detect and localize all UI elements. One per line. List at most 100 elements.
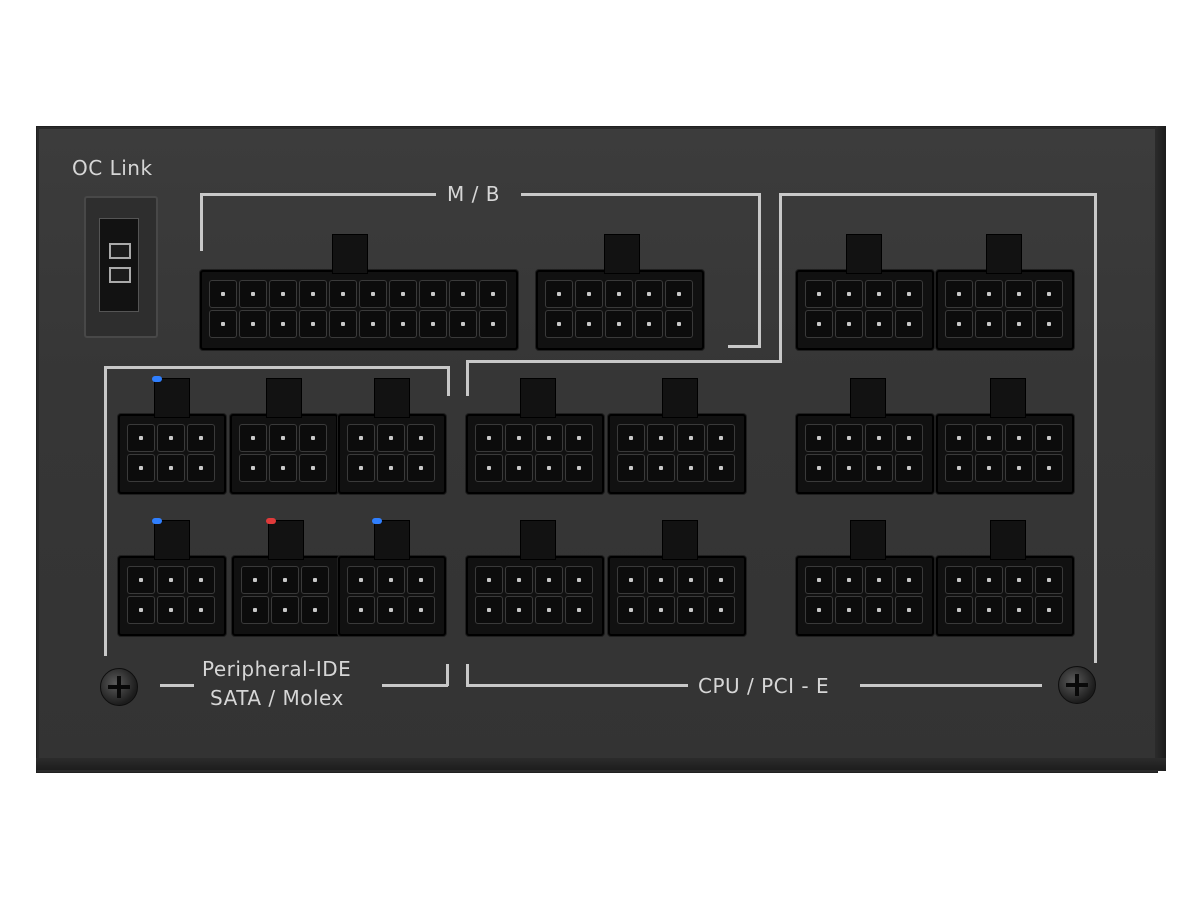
peripheral-connector xyxy=(338,414,446,494)
connector-latch xyxy=(846,234,882,274)
cpu-pcie-label: CPU / PCI - E xyxy=(698,674,830,698)
connector-pin xyxy=(127,566,155,594)
connector-pin xyxy=(975,280,1003,308)
psu-side-edge xyxy=(1156,126,1166,771)
connector-pin xyxy=(895,424,923,452)
connector-pin xyxy=(647,424,675,452)
connector-pin xyxy=(505,454,533,482)
peripheral-connector xyxy=(338,556,446,636)
oc-link-label: OC Link xyxy=(72,156,153,180)
cpu-pcie-connector xyxy=(936,270,1074,350)
connector-pin xyxy=(407,454,435,482)
cpu-pcie-connector xyxy=(936,556,1074,636)
connector-pin xyxy=(945,566,973,594)
connector-pin xyxy=(665,280,693,308)
connector-pin xyxy=(835,596,863,624)
connector-pin xyxy=(377,424,405,452)
connector-pin xyxy=(975,566,1003,594)
connector-pin xyxy=(389,280,417,308)
peripheral-connector xyxy=(118,414,226,494)
connector-pin xyxy=(475,566,503,594)
connector-pin xyxy=(895,310,923,338)
connector-pin xyxy=(407,596,435,624)
connector-pin xyxy=(1005,310,1033,338)
connector-pin xyxy=(535,596,563,624)
connector-pin xyxy=(187,424,215,452)
connector-latch xyxy=(154,378,190,418)
connector-latch xyxy=(266,378,302,418)
connector-pin xyxy=(407,424,435,452)
connector-latch xyxy=(990,378,1026,418)
connector-pin xyxy=(617,424,645,452)
connector-pin xyxy=(475,596,503,624)
connector-pin xyxy=(677,454,705,482)
connector-latch xyxy=(604,234,640,274)
connector-pin xyxy=(301,596,329,624)
cpu-pcie-connector xyxy=(796,414,934,494)
peripheral-connector xyxy=(232,556,340,636)
connector-pin xyxy=(271,596,299,624)
connector-pin xyxy=(1035,566,1063,594)
connector-pin xyxy=(1035,596,1063,624)
connector-pin xyxy=(565,424,593,452)
connector-pin xyxy=(835,424,863,452)
connector-pin xyxy=(1035,310,1063,338)
connector-pin xyxy=(895,596,923,624)
connector-pin xyxy=(835,454,863,482)
connector-latch xyxy=(662,378,698,418)
connector-pin xyxy=(975,424,1003,452)
connector-pin xyxy=(157,596,185,624)
connector-latch xyxy=(662,520,698,560)
connector-pin xyxy=(617,566,645,594)
connector-pin xyxy=(187,566,215,594)
connector-pin xyxy=(805,280,833,308)
mb-label: M / B xyxy=(447,182,500,206)
connector-pin xyxy=(449,310,477,338)
connector-pin xyxy=(1005,566,1033,594)
peripheral-connector xyxy=(230,414,338,494)
connector-pin xyxy=(127,454,155,482)
connector-pin xyxy=(241,596,269,624)
connector-pin xyxy=(895,280,923,308)
connector-pin xyxy=(677,596,705,624)
connector-pin xyxy=(329,310,357,338)
mb-8pin-connector xyxy=(536,270,704,350)
connector-pin xyxy=(347,596,375,624)
connector-pin xyxy=(865,596,893,624)
connector-pin xyxy=(805,454,833,482)
connector-latch xyxy=(990,520,1026,560)
cpu-pcie-connector xyxy=(936,414,1074,494)
connector-pin xyxy=(635,280,663,308)
connector-pin xyxy=(647,454,675,482)
connector-pin xyxy=(241,566,269,594)
connector-pin xyxy=(347,566,375,594)
connector-latch xyxy=(332,234,368,274)
connector-pin xyxy=(975,310,1003,338)
connector-latch xyxy=(520,520,556,560)
connector-pin xyxy=(535,454,563,482)
connector-pin xyxy=(299,454,327,482)
connector-pin xyxy=(505,596,533,624)
color-marker xyxy=(266,518,276,524)
connector-pin xyxy=(677,424,705,452)
connector-pin xyxy=(359,280,387,308)
connector-pin xyxy=(535,566,563,594)
connector-pin xyxy=(835,280,863,308)
connector-pin xyxy=(187,596,215,624)
connector-pin xyxy=(565,454,593,482)
cpu-pcie-connector xyxy=(608,556,746,636)
connector-pin xyxy=(647,596,675,624)
connector-pin xyxy=(677,566,705,594)
connector-pin xyxy=(419,310,447,338)
connector-pin xyxy=(945,424,973,452)
oc-link-pin xyxy=(109,243,131,259)
connector-pin xyxy=(805,566,833,594)
connector-pin xyxy=(505,424,533,452)
connector-latch xyxy=(850,378,886,418)
connector-pin xyxy=(479,310,507,338)
connector-pin xyxy=(945,454,973,482)
connector-pin xyxy=(239,280,267,308)
psu-bottom-edge xyxy=(36,758,1166,770)
connector-pin xyxy=(301,566,329,594)
